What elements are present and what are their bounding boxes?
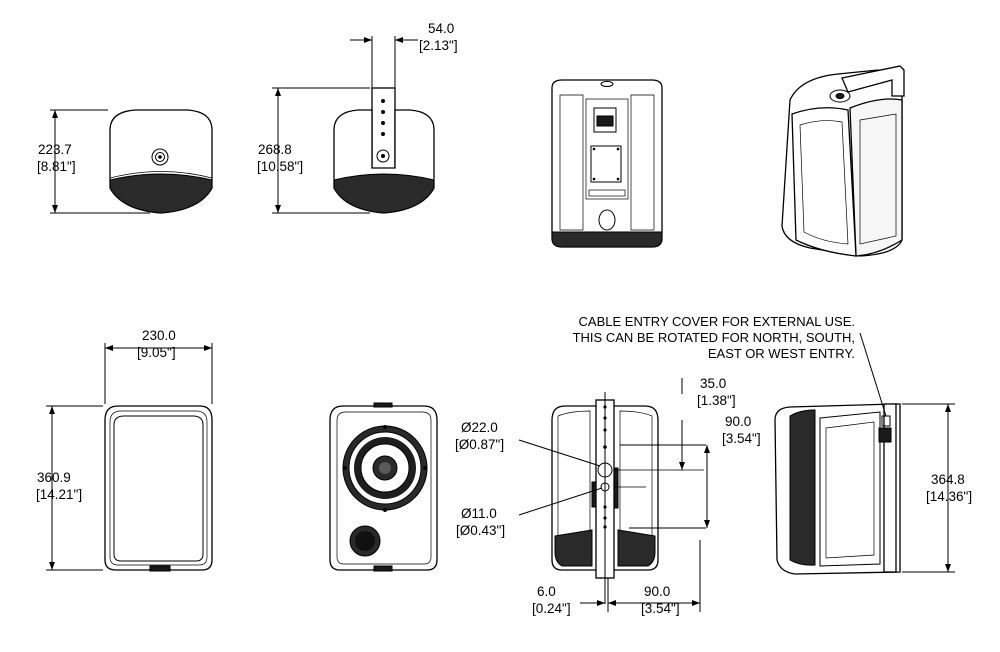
dim-hole-small-in: [Ø0.43"] (456, 523, 505, 538)
dim-offset-top-in: [1.38"] (697, 393, 736, 408)
dim-bracket-width-mm: 54.0 (428, 21, 454, 36)
dim-offset-bottom-in: [0.24"] (532, 601, 571, 616)
dim-side-height-in: [14.36"] (926, 489, 972, 504)
dim-top-bracket-depth-mm: 268.8 (258, 142, 292, 157)
dim-side-height-mm: 364.8 (931, 472, 965, 487)
dim-top-depth-in: [8.81"] (37, 159, 76, 174)
driver-view (329, 402, 438, 572)
dim-spacing-bottom-in: [3.54"] (641, 601, 680, 616)
dim-top-depth-mm: 223.7 (38, 142, 72, 157)
dim-front-height-in: [14.21"] (36, 487, 82, 502)
dim-front-height-mm: 360.9 (37, 470, 71, 485)
dim-front-width-mm: 230.0 (142, 328, 176, 343)
note-line-1: CABLE ENTRY COVER FOR EXTERNAL USE. (579, 314, 855, 329)
top-bracket-view (272, 36, 435, 214)
dim-spacing-right-in: [3.54"] (722, 431, 761, 446)
dim-top-bracket-depth-in: [10.58"] (257, 159, 303, 174)
dim-spacing-right-mm: 90.0 (725, 414, 751, 429)
dim-bracket-width-in: [2.13"] (419, 38, 458, 53)
mount-view (518, 378, 710, 612)
isometric-view (781, 65, 905, 257)
dim-hole-large-in: [Ø0.87"] (455, 437, 504, 452)
note-line-3: EAST OR WEST ENTRY. (708, 346, 855, 361)
side-view (774, 332, 955, 575)
top-view (50, 109, 213, 214)
dim-hole-small-mm: Ø11.0 (461, 506, 497, 521)
note-line-2: THIS CAN BE ROTATED FOR NORTH, SOUTH, (573, 330, 855, 345)
dim-spacing-bottom-mm: 90.0 (644, 584, 670, 599)
dim-front-width-in: [9.05"] (137, 345, 176, 360)
dim-offset-top-mm: 35.0 (700, 376, 726, 391)
dim-offset-bottom-mm: 6.0 (537, 584, 556, 599)
front-view (46, 343, 213, 572)
dim-hole-large-mm: Ø22.0 (461, 420, 498, 435)
rear-view (551, 79, 663, 248)
